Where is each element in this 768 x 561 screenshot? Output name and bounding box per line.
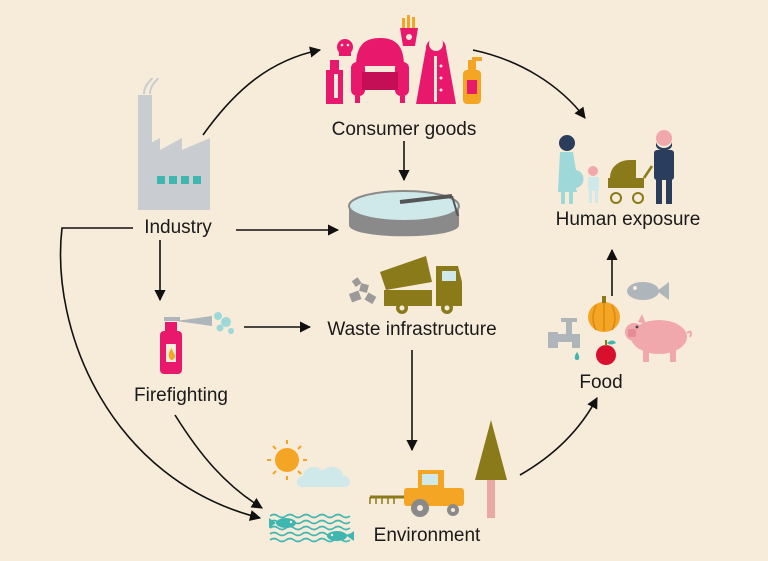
stroller-icon (608, 160, 654, 204)
food-label: Food (579, 372, 622, 393)
environment-label: Environment (374, 525, 481, 546)
arrow-environment-to-food (519, 397, 598, 476)
pregnant-woman-icon (558, 135, 584, 204)
cloud-icon (296, 466, 350, 487)
spray-bottle-icon (326, 60, 343, 104)
cupcake-icon (337, 39, 353, 56)
bottle-icon (463, 57, 482, 104)
fish-icon (269, 518, 296, 528)
fries-icon (400, 15, 418, 46)
fish-food-icon (627, 282, 669, 300)
waste-infrastructure-label: Waste infrastructure (327, 319, 496, 340)
arrow-firefighting-to-environment (174, 414, 263, 509)
factory-icon (138, 77, 210, 210)
consumer-goods-icons (326, 15, 482, 104)
firefighting-label: Firefighting (134, 385, 228, 406)
raincoat-icon (416, 37, 456, 104)
arrow-industry-to-environment (59, 227, 262, 521)
arrow-industry-to-consumer-goods (202, 46, 322, 136)
consumer-goods-label: Consumer goods (332, 119, 477, 140)
apple-icon (596, 340, 616, 365)
man-icon (654, 130, 674, 204)
tractor-icon (369, 470, 464, 517)
pumpkin-icon (588, 296, 620, 332)
sun-icon (267, 440, 307, 480)
flow-arrows (59, 46, 618, 521)
fire-extinguisher-icon (160, 312, 234, 374)
dump-truck-icon (348, 256, 462, 314)
treatment-tank-icon (348, 190, 460, 237)
water-tap-icon (548, 318, 580, 360)
pig-icon (625, 314, 692, 362)
armchair-icon (351, 38, 409, 103)
arrow-consumer-goods-to-human-exposure (472, 49, 586, 119)
human-exposure-label: Human exposure (556, 209, 701, 230)
fish-icon (327, 531, 354, 541)
industry-label: Industry (144, 217, 212, 238)
tree-icon (475, 420, 507, 518)
child-icon (588, 166, 599, 203)
